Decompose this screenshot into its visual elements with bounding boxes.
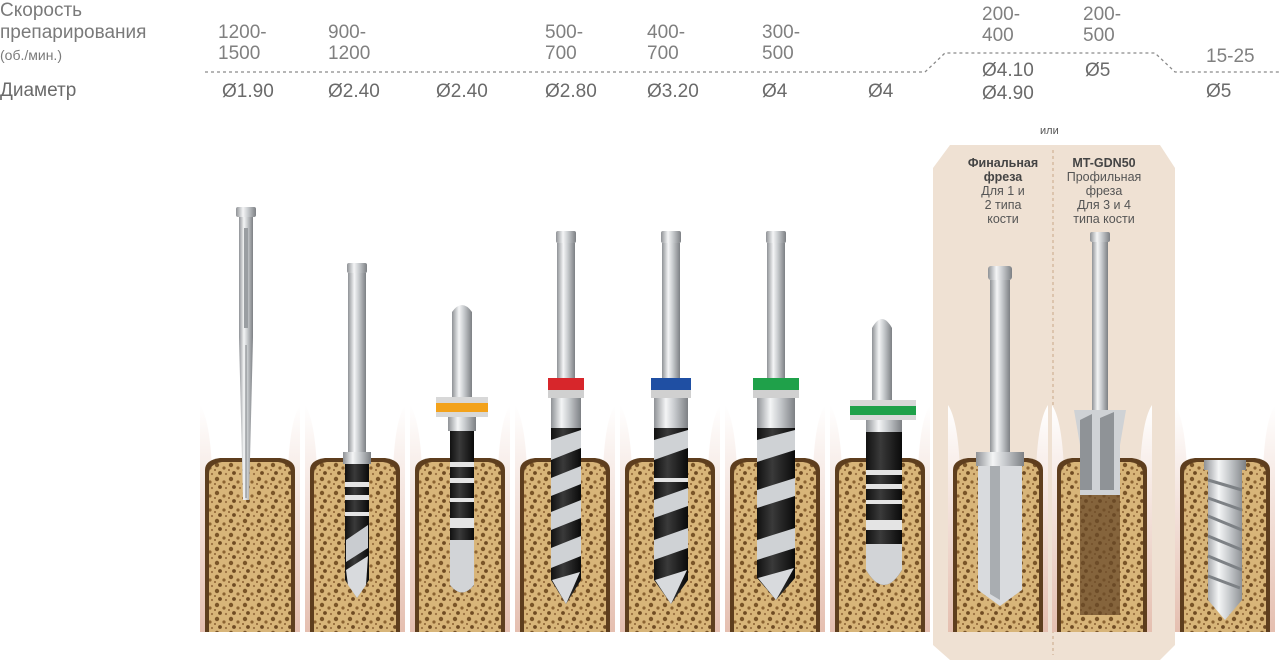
diameter-value: Ø4 [762,81,788,102]
diameter-value: Ø2.80 [545,81,597,102]
drill-2-40-orange [436,305,488,593]
final-drill-sub-2: 2 типа [984,198,1022,212]
diameter-value: Ø5 [1206,81,1232,102]
green-depth-ring [753,378,799,390]
speed-value: 300-500 [762,22,801,64]
diameter-label: Диаметр [0,80,77,101]
orange-depth-ring [436,403,488,412]
diameter-value: Ø4 [868,81,894,102]
or-label: или [1040,125,1059,137]
profile-drill-sub-2: фреза [1085,184,1123,198]
profile-drill-sub-1: Профильная [1066,170,1142,184]
red-depth-ring [548,378,584,390]
speed-label-line1: Скорость [0,0,83,21]
profile-drill-title: MT-GDN50 [1072,156,1136,170]
speed-value: 500-700 [545,22,584,64]
final-drill-caption: Финальная фреза Для 1 и 2 типа кости [955,156,1051,226]
diameter-value: Ø2.40 [436,81,488,102]
profile-drill [1074,232,1126,615]
speed-value: 200-400 [982,4,1021,46]
diameter-value: Ø3.20 [647,81,699,102]
profile-drill-sub-3: Для 3 и 4 [1077,198,1131,212]
profile-drill-caption: MT-GDN50 Профильная фреза Для 3 и 4 типа… [1056,156,1152,226]
drill-2-40 [343,263,371,598]
speed-unit: (об./мин.) [0,47,62,63]
final-drill-sub-1: Для 1 и [981,184,1025,198]
speed-value: 400-700 [647,22,686,64]
speed-value: 200-500 [1083,4,1122,46]
implant [1204,460,1246,620]
drill-4-green-rounded [850,319,916,585]
diameter-value: Ø4.10 [982,60,1034,81]
profile-drill-sub-4: типа кости [1073,212,1135,226]
prepared-site [1080,495,1120,615]
speed-guide-line [205,52,1280,73]
drill-3-20-blue [651,231,691,604]
speed-value: 15-25 [1206,46,1255,67]
final-drill-sub-3: кости [987,212,1019,226]
drill-4-green [753,231,799,600]
diameter-value: Ø4.90 [982,83,1034,104]
drill-2-80-red [548,231,584,604]
diameter-value: Ø2.40 [328,81,380,102]
final-drill [976,266,1024,606]
diameter-value: Ø5 [1085,60,1111,81]
final-drill-title-2: фреза [983,170,1023,184]
speed-value: 1200-1500 [218,22,267,64]
final-drill-title-1: Финальная [967,156,1039,170]
diameter-value: Ø1.90 [222,81,274,102]
blue-depth-ring [651,378,691,390]
speed-value: 900-1200 [328,22,371,64]
speed-label-line2: препарирования [0,22,147,43]
drill-pilot [236,207,256,500]
